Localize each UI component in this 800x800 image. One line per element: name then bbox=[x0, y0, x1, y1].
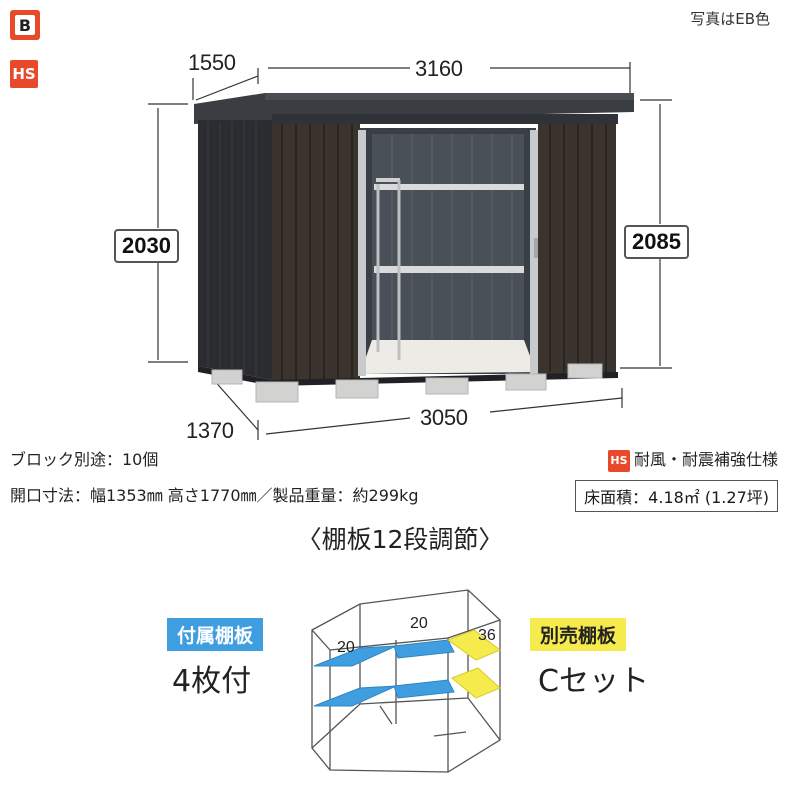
dim-width-top: 3160 bbox=[415, 56, 463, 81]
hs-badge: HS bbox=[10, 60, 38, 88]
block-note: ブロック別途：10個 bbox=[10, 450, 159, 469]
photo-note: 写真はEB色 bbox=[690, 10, 770, 28]
dim-height-right: 2085 bbox=[624, 225, 689, 260]
sold-shelf-tag: 別売棚板 bbox=[530, 618, 627, 651]
opening-spec: 開口寸法：幅1353㎜ 高さ1770㎜／製品重量：約299kg bbox=[10, 486, 419, 505]
shelf-label-left: 20 bbox=[337, 639, 355, 656]
feature-text: 耐風・耐震補強仕様 bbox=[633, 450, 778, 469]
shelf-title: 〈棚板12段調節〉 bbox=[296, 525, 504, 554]
dim-height-left: 2030 bbox=[114, 229, 179, 264]
shelf-label-mid: 20 bbox=[410, 615, 428, 632]
dim-depth-top: 1550 bbox=[188, 50, 236, 75]
floor-area-box: 床面積：4.18㎡ (1.27坪) bbox=[575, 480, 778, 512]
brand-logo-icon: B bbox=[8, 8, 42, 42]
sold-shelf-set: Cセット bbox=[538, 664, 649, 699]
svg-text:B: B bbox=[19, 16, 31, 35]
included-shelf-count: 4枚付 bbox=[172, 664, 252, 699]
dim-width-bottom: 3050 bbox=[420, 405, 468, 430]
included-shelf-tag: 付属棚板 bbox=[167, 618, 264, 651]
hs-small-badge: HS bbox=[607, 449, 630, 472]
shelf-label-right: 36 bbox=[478, 627, 496, 644]
dim-depth-bottom: 1370 bbox=[186, 418, 234, 443]
